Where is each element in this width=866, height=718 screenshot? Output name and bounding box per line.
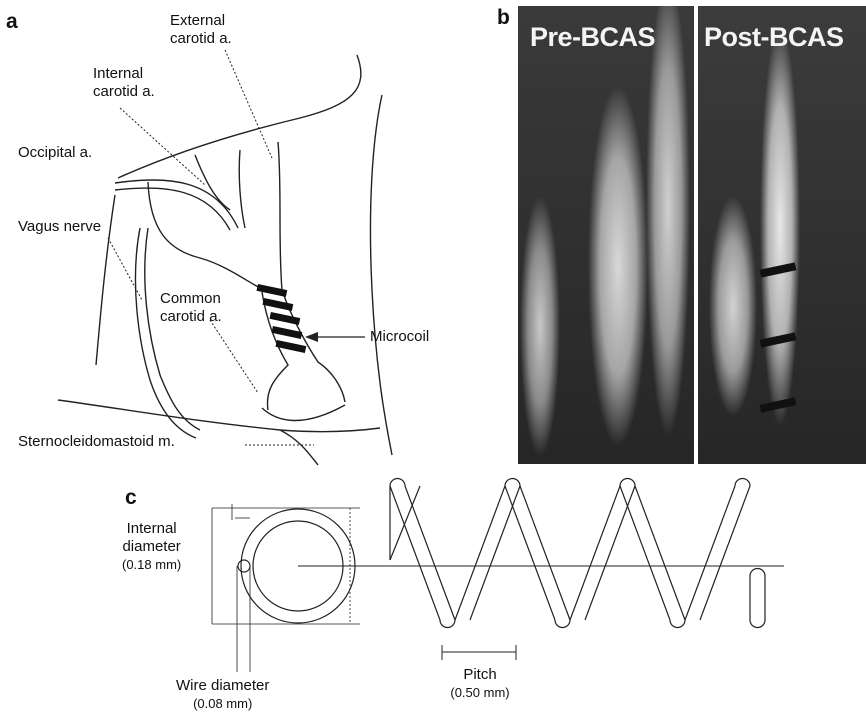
label-microcoil: Microcoil (370, 328, 429, 346)
sternocleidomastoid-muscle (58, 400, 380, 432)
external-carotid-artery (278, 142, 282, 290)
microcoil-bar (269, 312, 300, 325)
coil-band (760, 397, 797, 412)
photo-panel: Pre-BCAS Post-BCAS (518, 6, 866, 464)
microcoil-bars (256, 284, 306, 353)
microcoil-bar (262, 298, 293, 311)
label-common-carotid: Common carotid a. (160, 290, 222, 326)
coil-spring (390, 479, 790, 628)
label-external-carotid: External carotid a. (170, 12, 232, 48)
label-sternocleidomastoid: Sternocleidomastoid m. (18, 433, 175, 451)
coil-wire-section (238, 560, 250, 572)
label-wire-diameter: Wire diameter (0.08 mm) (176, 677, 269, 713)
photo-pre-bcas (518, 6, 694, 464)
label-occipital: Occipital a. (18, 144, 92, 162)
coil-band (760, 332, 797, 347)
panel-letter-c: c (125, 486, 137, 510)
pitch-bracket (442, 645, 516, 660)
microcoil-arrow (305, 332, 365, 342)
photo-post-bcas (698, 6, 866, 464)
leader-internal (120, 108, 205, 185)
internal-carotid-artery (148, 182, 260, 288)
coil-band (760, 262, 797, 277)
leader-common (210, 320, 258, 393)
neck-outline-right (370, 95, 392, 455)
label-internal-diameter: Internal diameter (0.18 mm) (122, 520, 181, 574)
label-vagus-nerve: Vagus nerve (18, 218, 101, 236)
occipital-artery (115, 180, 238, 228)
post-bcas-title: Post-BCAS (704, 22, 844, 53)
panel-letter-a: a (6, 10, 18, 34)
common-carotid-artery (262, 292, 288, 410)
microcoil-bar (256, 284, 287, 297)
pre-bcas-title: Pre-BCAS (530, 22, 655, 53)
label-pitch: Pitch (0.50 mm) (438, 666, 522, 702)
leader-external (225, 50, 272, 158)
panel-letter-b: b (497, 6, 510, 30)
label-internal-carotid: Internal carotid a. (93, 65, 155, 101)
